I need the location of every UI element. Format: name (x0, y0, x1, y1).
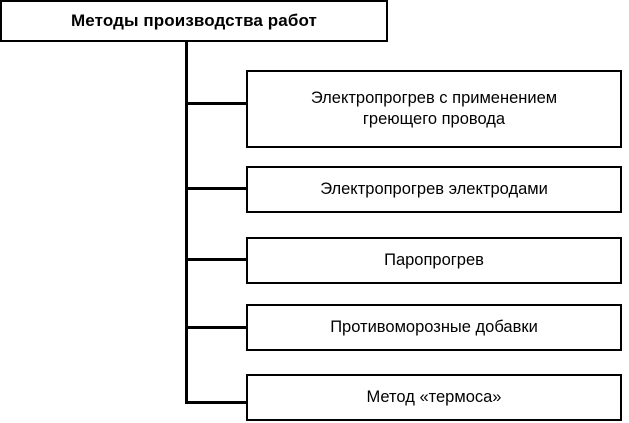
child-node-label-1: Электропрогрев электродами (320, 179, 548, 198)
connector-stub-line-3 (185, 326, 248, 329)
connector-trunk-line (185, 41, 188, 404)
child-node-label-0: Электропрогрев с применением греющего пр… (310, 88, 558, 128)
child-node-electric-heating-with-heating-wire[interactable]: Электропрогрев с применением греющего пр… (246, 70, 622, 148)
child-node-antifreeze-additives[interactable]: Противоморозные добавки (246, 304, 622, 351)
child-node-thermos-method[interactable]: Метод «термоса» (246, 374, 622, 421)
connector-stub-line-2 (185, 258, 248, 261)
child-node-label-4: Метод «термоса» (366, 387, 502, 406)
child-node-electric-heating-with-electrodes[interactable]: Электропрогрев электродами (246, 166, 622, 213)
root-node-label: Методы производства работ (71, 11, 317, 31)
child-node-label-2: Паропрогрев (384, 250, 484, 269)
child-node-label-3: Противоморозные добавки (330, 317, 538, 336)
child-node-steam-heating[interactable]: Паропрогрев (246, 237, 622, 284)
root-node-methods-of-work-production[interactable]: Методы производства работ (0, 0, 388, 42)
connector-stub-line-4 (185, 401, 248, 404)
connector-stub-line-1 (185, 187, 248, 190)
connector-stub-line-0 (185, 102, 248, 105)
